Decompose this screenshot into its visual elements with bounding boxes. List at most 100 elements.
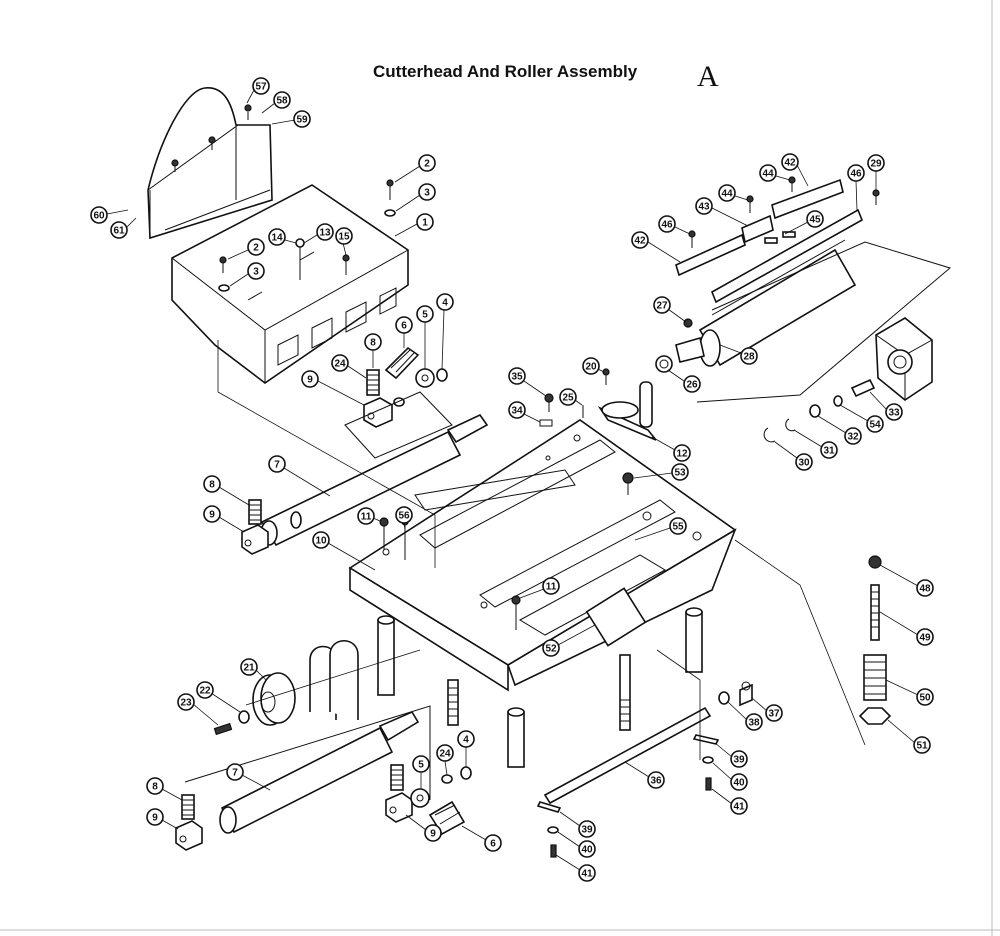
svg-text:37: 37 — [768, 709, 780, 720]
callout-37: 37 — [751, 697, 783, 722]
svg-text:8: 8 — [152, 782, 158, 793]
pulley-housing — [875, 317, 933, 401]
svg-text:4: 4 — [442, 298, 448, 309]
callout-49: 49 — [879, 611, 934, 646]
callout-40a: 40 — [712, 762, 748, 791]
washer-4a — [436, 368, 448, 382]
dust-hood — [147, 87, 273, 240]
spring-8a — [366, 369, 380, 396]
callout-22: 22 — [196, 681, 241, 713]
plates-34-55 — [539, 419, 553, 427]
callout-34: 34 — [508, 401, 541, 423]
bracket-outline-a — [344, 391, 453, 459]
svg-text:50: 50 — [919, 693, 931, 704]
svg-text:36: 36 — [650, 776, 662, 787]
callout-56: 56 — [395, 506, 413, 531]
svg-text:28: 28 — [743, 352, 755, 363]
svg-text:8: 8 — [209, 480, 215, 491]
callout-27: 27 — [653, 296, 687, 323]
svg-text:12: 12 — [676, 449, 688, 460]
svg-text:6: 6 — [401, 321, 407, 332]
callout-26: 26 — [667, 369, 701, 393]
callout-3b: 3 — [229, 262, 265, 287]
cutterhead-outline — [696, 241, 952, 403]
callout-9b: 9 — [203, 505, 245, 533]
spring-8c — [181, 794, 195, 820]
callout-3a: 3 — [395, 183, 436, 212]
svg-text:2: 2 — [253, 243, 259, 254]
callout-31: 31 — [793, 429, 838, 459]
callout-43: 43 — [695, 197, 749, 227]
svg-text:56: 56 — [398, 511, 410, 522]
svg-text:55: 55 — [672, 522, 684, 533]
svg-text:40: 40 — [581, 845, 593, 856]
callout-58: 58 — [261, 91, 291, 114]
construction-line-1 — [217, 340, 436, 568]
callout-36: 36 — [624, 761, 665, 789]
washer-22 — [238, 710, 250, 724]
callout-1: 1 — [394, 213, 434, 237]
knife-screws — [688, 176, 880, 248]
callout-42b: 42 — [631, 231, 681, 263]
callout-53: 53 — [633, 463, 689, 481]
svg-text:57: 57 — [255, 82, 267, 93]
svg-text:5: 5 — [422, 310, 428, 321]
roller-outline-b — [184, 705, 431, 800]
callout-11b: 11 — [519, 577, 560, 599]
svg-text:31: 31 — [823, 446, 835, 457]
callout-9d: 9 — [405, 814, 442, 842]
callout-50: 50 — [885, 679, 934, 706]
knob-53 — [622, 472, 634, 495]
bushing-block-9a — [363, 397, 393, 428]
svg-text:3: 3 — [253, 267, 259, 278]
callout-48: 48 — [879, 564, 934, 597]
planer-base-table — [348, 419, 737, 692]
rod-36 — [543, 706, 712, 805]
bushing-block-9c — [175, 820, 203, 851]
callout-4b: 4 — [457, 730, 475, 767]
callout-8b: 8 — [203, 475, 250, 506]
callout-32: 32 — [817, 415, 862, 445]
svg-text:9: 9 — [152, 813, 158, 824]
callout-10: 10 — [312, 531, 376, 571]
svg-text:39: 39 — [733, 755, 745, 766]
svg-text:3: 3 — [424, 188, 430, 199]
callout-7a: 7 — [268, 455, 331, 497]
svg-text:34: 34 — [511, 406, 523, 417]
svg-text:48: 48 — [919, 584, 931, 595]
belt-loops — [309, 640, 359, 720]
svg-text:60: 60 — [93, 211, 105, 222]
callout-45: 45 — [784, 210, 824, 235]
callout-59: 59 — [271, 110, 311, 128]
callout-46a: 46 — [658, 215, 691, 235]
callout-23: 23 — [177, 693, 219, 726]
svg-text:21: 21 — [243, 663, 255, 674]
svg-text:46: 46 — [661, 220, 673, 231]
svg-text:25: 25 — [562, 393, 574, 404]
svg-text:52: 52 — [545, 644, 557, 655]
callout-6b: 6 — [461, 825, 502, 852]
svg-text:23: 23 — [180, 698, 192, 709]
callout-35: 35 — [508, 367, 547, 397]
svg-text:11: 11 — [361, 512, 372, 523]
construction-line-3 — [656, 649, 701, 760]
chain-6a — [384, 346, 420, 380]
svg-text:58: 58 — [276, 96, 288, 107]
svg-text:27: 27 — [656, 301, 668, 312]
screw-20 — [602, 368, 610, 385]
callout-54: 54 — [839, 404, 884, 433]
svg-text:33: 33 — [888, 408, 900, 419]
callout-12: 12 — [651, 436, 691, 462]
svg-text:13: 13 — [319, 228, 331, 239]
svg-text:44: 44 — [721, 189, 733, 200]
callout-24a: 24 — [331, 354, 367, 379]
svg-text:43: 43 — [698, 202, 710, 213]
callout-55: 55 — [634, 517, 687, 541]
callout-30: 30 — [774, 441, 813, 471]
svg-text:9: 9 — [307, 375, 313, 386]
callout-5b: 5 — [412, 755, 430, 789]
callout-21: 21 — [240, 658, 267, 681]
callout-61: 61 — [110, 217, 137, 239]
svg-text:32: 32 — [847, 432, 859, 443]
link-parts-37-41 — [536, 681, 753, 858]
